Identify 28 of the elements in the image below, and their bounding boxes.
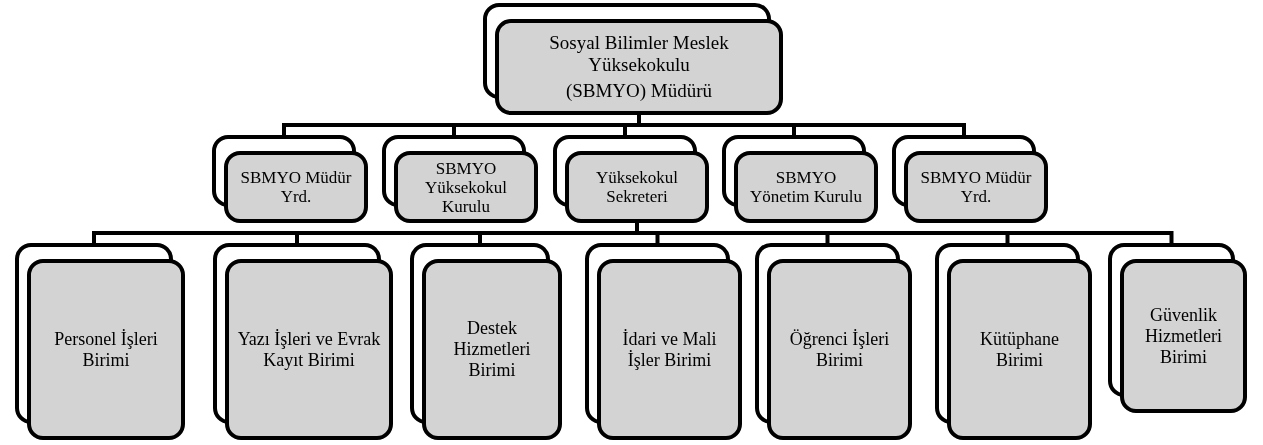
org-box: [935, 243, 1092, 440]
org-box: [892, 135, 1048, 223]
box-label: Yüksekokul Sekreteri: [594, 168, 680, 206]
org-box: [212, 135, 368, 223]
box-label: SBMYO Yüksekokul Kurulu: [423, 158, 509, 216]
box-label: Personel İşleri Birimi: [53, 328, 159, 371]
box-label: (SBMYO) Müdürü: [565, 80, 713, 102]
box-label: Destek Hizmetleri Birimi: [452, 318, 532, 381]
box-label: Sosyal Bilimler Meslek Yüksekokulu: [548, 32, 730, 76]
connector-line: [635, 223, 1174, 243]
org-box: [15, 243, 185, 440]
org-box: [213, 243, 393, 440]
box-label: Güvenlik Hizmetleri Birimi: [1144, 304, 1223, 368]
box-label: SBMYO Müdür Yrd.: [919, 168, 1033, 206]
org-box: [553, 135, 709, 223]
org-box: [483, 3, 783, 115]
box-label: Kütüphane Birimi: [979, 328, 1060, 371]
box-label: İdari ve Mali İşler Birimi: [621, 328, 718, 371]
box-label: Öğrenci İşleri Birimi: [788, 328, 891, 371]
box-label: SBMYO Yönetim Kurulu: [749, 168, 863, 206]
org-box: [410, 243, 562, 440]
org-box: [722, 135, 878, 223]
org-box: [585, 243, 742, 440]
box-label: Yazı İşleri ve Evrak Kayıt Birimi: [237, 328, 381, 371]
org-box: [382, 135, 538, 223]
org-box: [1108, 243, 1247, 413]
box-label: SBMYO Müdür Yrd.: [239, 168, 353, 206]
org-box: [755, 243, 912, 440]
